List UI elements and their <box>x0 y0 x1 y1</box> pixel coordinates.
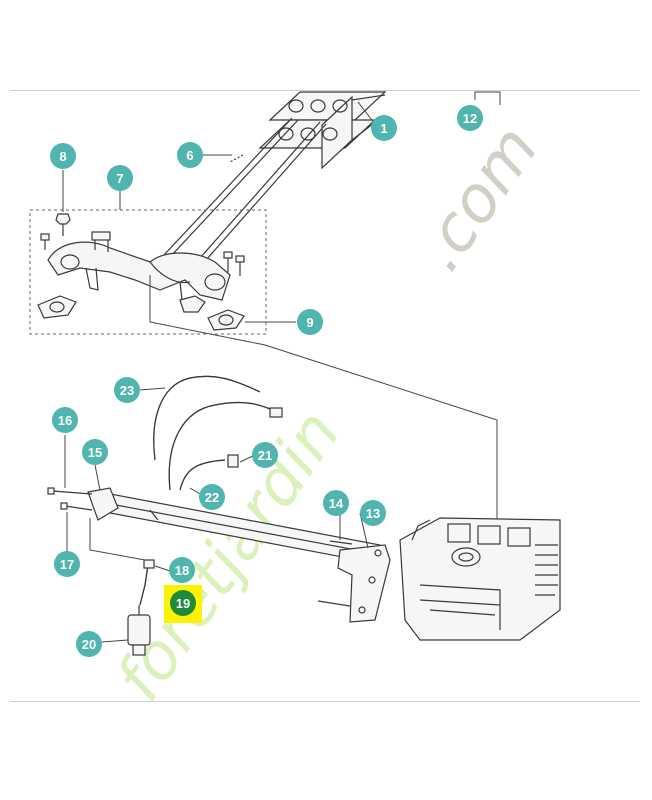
svg-text:15: 15 <box>88 445 102 460</box>
part-22-pipe <box>179 454 239 491</box>
watermark-green-text: foretjardin <box>102 398 355 715</box>
svg-text:7: 7 <box>116 171 123 186</box>
svg-text:22: 22 <box>205 490 219 505</box>
left-bolts <box>47 435 93 555</box>
callout-17[interactable]: 17 <box>54 551 80 577</box>
leader-part-12 <box>474 91 501 105</box>
callout-22[interactable]: 22 <box>199 484 225 510</box>
leader-engine <box>149 275 498 520</box>
callout-9[interactable]: 9 <box>297 309 323 335</box>
callout-16[interactable]: 16 <box>52 407 78 433</box>
callout-20[interactable]: 20 <box>76 631 102 657</box>
part-8-bolts <box>40 213 245 276</box>
svg-text:13: 13 <box>366 506 380 521</box>
svg-text:8: 8 <box>59 149 66 164</box>
callout-1[interactable]: 1 <box>371 115 397 141</box>
diagram-frame <box>10 90 640 702</box>
svg-text:21: 21 <box>258 448 272 463</box>
callout-19[interactable]: 19 <box>170 590 196 616</box>
fuel-line-filter <box>89 518 155 656</box>
svg-text:9: 9 <box>306 315 313 330</box>
part-6-rods <box>149 117 327 278</box>
part-23-hose <box>153 375 283 491</box>
svg-text:12: 12 <box>463 111 477 126</box>
svg-text:16: 16 <box>58 413 72 428</box>
engine-block <box>399 517 561 641</box>
svg-text:19: 19 <box>176 596 190 611</box>
callout-7[interactable]: 7 <box>107 165 133 191</box>
engine-bracket <box>317 515 391 623</box>
part-7-manifold <box>47 231 231 303</box>
svg-text:6: 6 <box>186 148 193 163</box>
callout-leaders <box>62 101 379 572</box>
callout-23[interactable]: 23 <box>114 377 140 403</box>
callout-12[interactable]: 12 <box>457 105 483 131</box>
part-1-housing <box>258 91 387 170</box>
svg-text:17: 17 <box>60 557 74 572</box>
gaskets <box>37 295 245 331</box>
callout-15[interactable]: 15 <box>82 439 108 465</box>
callout-14[interactable]: 14 <box>323 490 349 516</box>
callout-6[interactable]: 6 <box>177 142 203 168</box>
svg-text:20: 20 <box>82 637 96 652</box>
watermark-grey-text: .com <box>402 113 553 284</box>
callout-13[interactable]: 13 <box>360 500 386 526</box>
svg-text:18: 18 <box>175 563 189 578</box>
callout-8[interactable]: 8 <box>50 143 76 169</box>
main-tube <box>87 487 386 566</box>
svg-text:14: 14 <box>329 496 344 511</box>
svg-text:23: 23 <box>120 383 134 398</box>
svg-text:1: 1 <box>380 121 387 136</box>
callout-21[interactable]: 21 <box>252 442 278 468</box>
callout-18[interactable]: 18 <box>169 557 195 583</box>
